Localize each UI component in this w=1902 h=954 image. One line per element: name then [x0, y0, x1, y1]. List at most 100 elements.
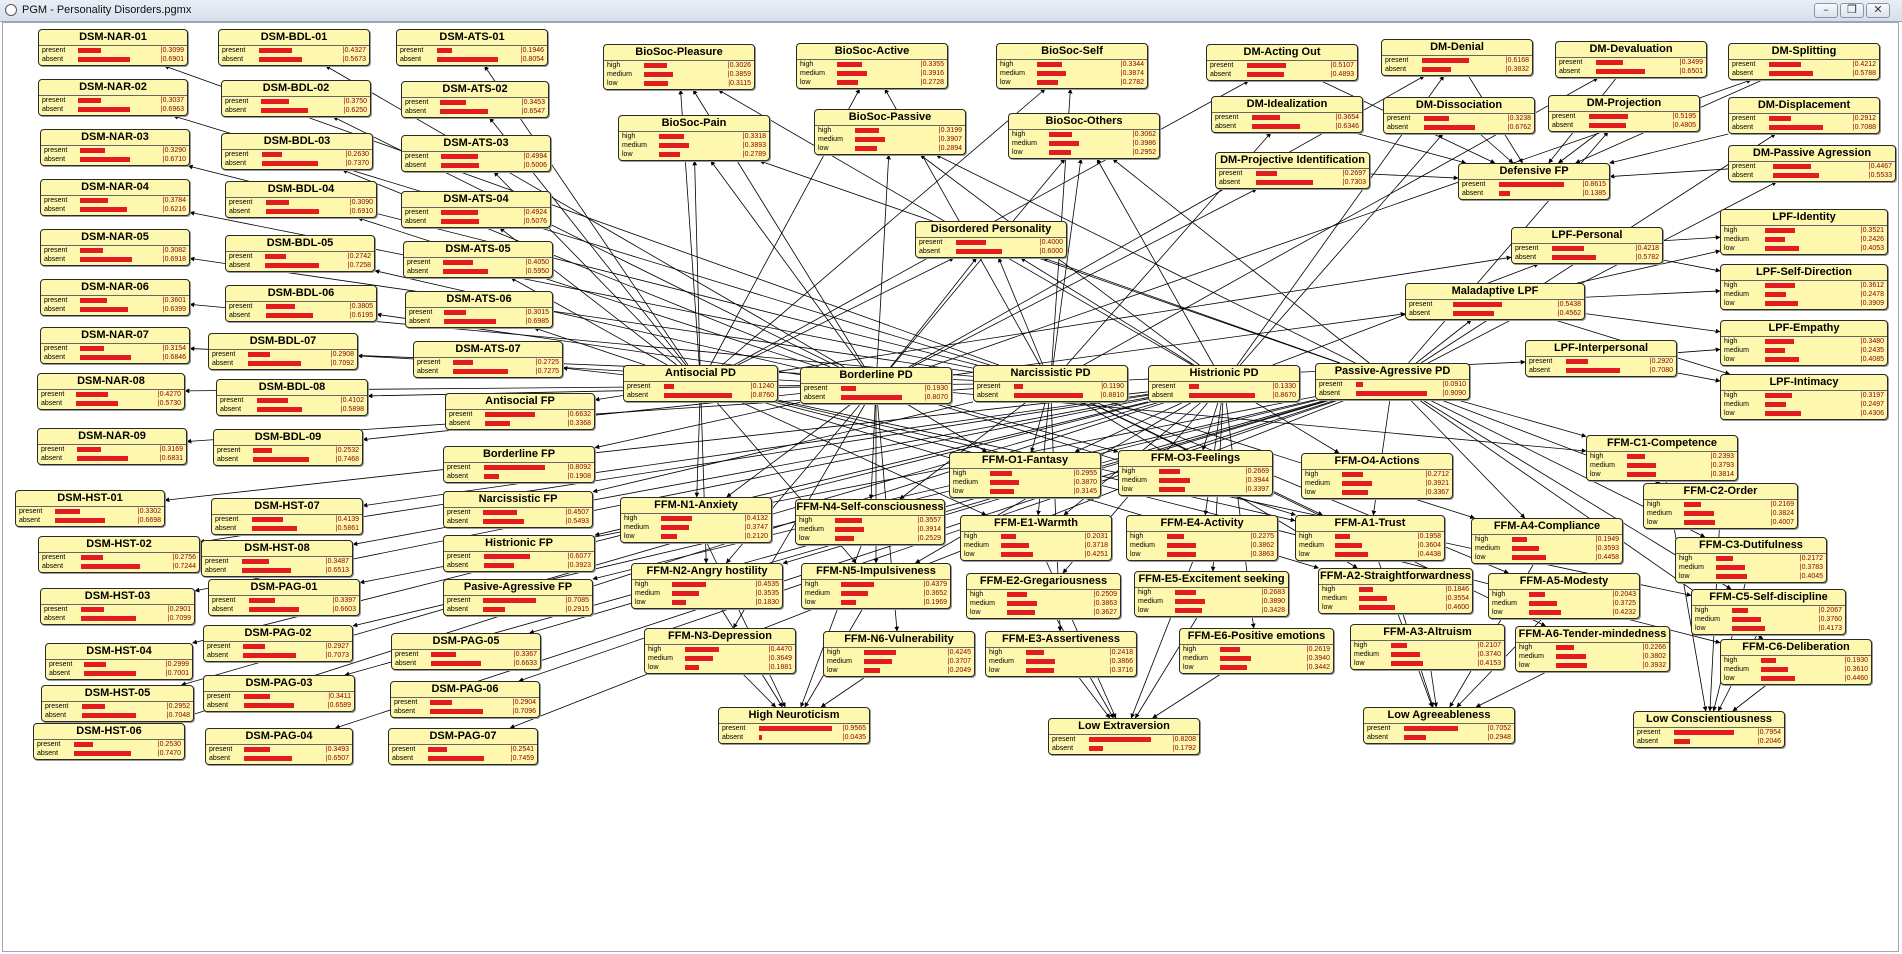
restore-button[interactable]: ❐: [1840, 3, 1864, 18]
close-button[interactable]: ✕: [1866, 3, 1890, 18]
minimize-button[interactable]: –: [1814, 3, 1838, 18]
